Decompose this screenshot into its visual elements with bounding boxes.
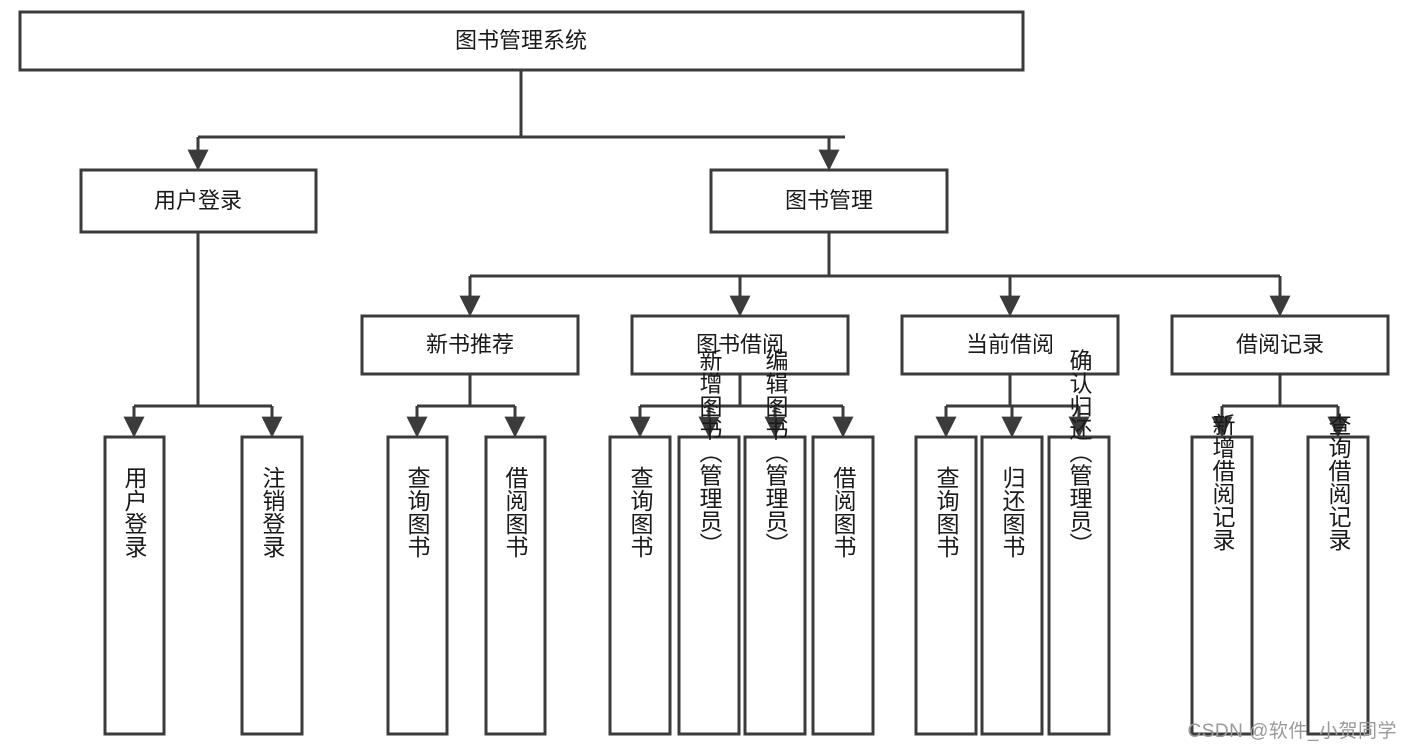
- leaf-borrow-record-query[interactable]: 查询借阅记录: [1306, 413, 1370, 736]
- leaf-current-borrow-query[interactable]: 查询图书: [914, 435, 978, 736]
- edge-group-borrow-record: [1211, 374, 1349, 438]
- leaf-new-book-query[interactable]: 查询图书: [386, 435, 449, 736]
- leaf-current-borrow-confirm[interactable]: 确认归还（管理员）: [1047, 349, 1111, 736]
- node-root[interactable]: 图书管理系统: [18, 10, 1025, 72]
- leaf-book-borrow-query[interactable]: 查询图书: [608, 435, 672, 736]
- leaf-borrow-record-query-label: 查询借阅记录: [1325, 413, 1352, 551]
- node-book-borrow[interactable]: 图书借阅: [630, 314, 850, 376]
- leaf-book-borrow-borrow-label: 借阅图书: [830, 466, 857, 558]
- leaf-user-login-login[interactable]: 用户登录: [103, 435, 166, 736]
- leaf-book-borrow-add-label: 新增图书（管理员）: [696, 349, 723, 556]
- node-borrow-record-label: 借阅记录: [1236, 332, 1324, 357]
- node-new-book-recommend-label: 新书推荐: [426, 332, 514, 357]
- leaf-user-login-logout-label: 注销登录: [259, 466, 286, 558]
- node-book-management[interactable]: 图书管理: [709, 168, 949, 234]
- edge-group-new-book: [406, 374, 526, 438]
- node-borrow-record[interactable]: 借阅记录: [1170, 314, 1390, 376]
- leaf-book-borrow-edit[interactable]: 编辑图书（管理员）: [743, 349, 807, 736]
- node-current-borrow-label: 当前借阅: [966, 332, 1054, 357]
- leaf-user-login-logout[interactable]: 注销登录: [240, 435, 304, 736]
- node-book-borrow-label: 图书借阅: [696, 332, 784, 357]
- leaf-user-login-login-label: 用户登录: [121, 466, 148, 558]
- edge-group-root: [187, 70, 845, 171]
- node-book-management-label: 图书管理: [785, 188, 873, 213]
- leaf-current-borrow-confirm-label: 确认归还（管理员）: [1066, 349, 1093, 556]
- leaf-book-borrow-query-label: 查询图书: [627, 466, 654, 558]
- node-current-borrow[interactable]: 当前借阅: [900, 314, 1120, 376]
- node-new-book-recommend[interactable]: 新书推荐: [360, 314, 580, 376]
- leaf-borrow-record-add-label: 新增借阅记录: [1209, 413, 1236, 551]
- csdn-watermark: CSDN @软件_小贺同学: [1187, 721, 1397, 742]
- leaf-book-borrow-edit-label: 编辑图书（管理员）: [762, 349, 789, 556]
- leaf-new-book-borrow-label: 借阅图书: [502, 466, 529, 558]
- edge-group-book-mgmt: [459, 232, 1291, 317]
- edge-group-current-borrow: [935, 374, 1090, 438]
- leaf-new-book-borrow[interactable]: 借阅图书: [484, 435, 547, 736]
- leaf-book-borrow-borrow[interactable]: 借阅图书: [811, 435, 875, 736]
- node-user-login[interactable]: 用户登录: [79, 168, 318, 234]
- leaf-book-borrow-add[interactable]: 新增图书（管理员）: [677, 349, 741, 736]
- leaf-borrow-record-add[interactable]: 新增借阅记录: [1190, 413, 1254, 736]
- leaf-new-book-query-label: 查询图书: [404, 466, 431, 558]
- edge-group-user-login: [123, 232, 283, 438]
- node-root-label: 图书管理系统: [455, 28, 587, 53]
- leaf-current-borrow-query-label: 查询图书: [933, 466, 960, 558]
- leaf-current-borrow-return-label: 归还图书: [999, 466, 1026, 558]
- leaf-current-borrow-return[interactable]: 归还图书: [980, 435, 1044, 736]
- edge-group-book-borrow: [629, 374, 854, 438]
- node-user-login-label: 用户登录: [154, 188, 242, 213]
